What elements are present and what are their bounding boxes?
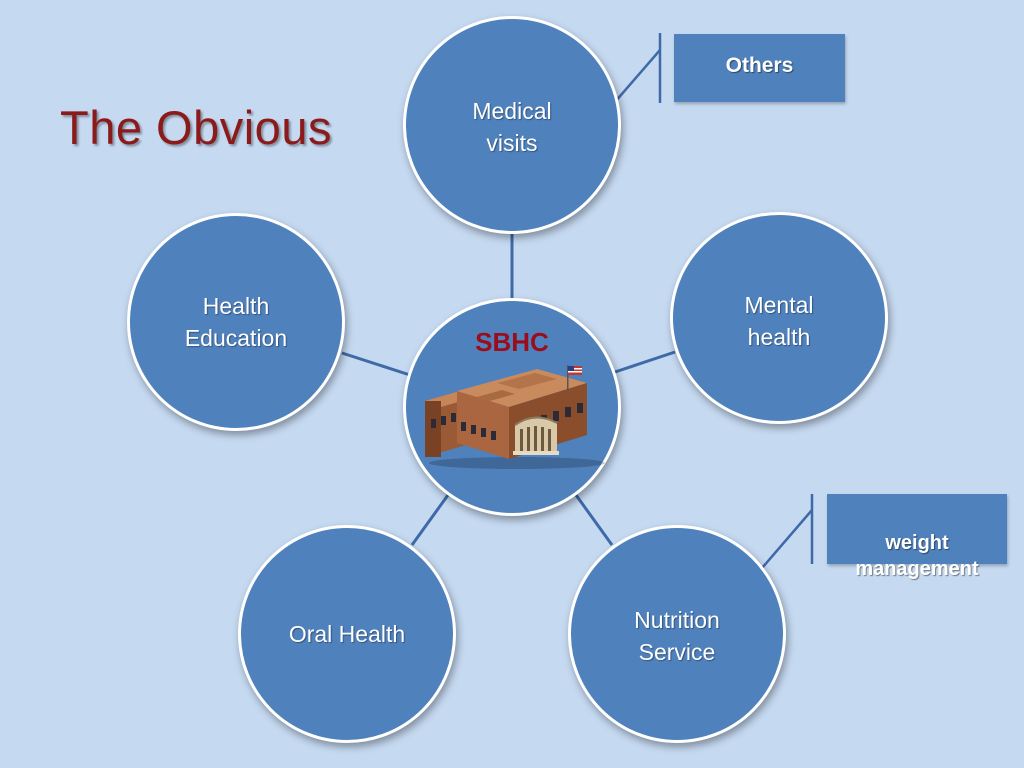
- spoke-nutrition: [574, 494, 614, 546]
- spoke-mental: [614, 350, 676, 374]
- node-oral-health: Oral Health: [238, 525, 456, 743]
- node-label: Oral Health: [288, 621, 406, 647]
- node-label: Medical visits: [472, 98, 552, 156]
- node-medical-visits: Medical visits: [403, 16, 621, 234]
- school-building-icon: [425, 365, 605, 469]
- node-label: Nutrition Service: [634, 607, 720, 665]
- callout-weight-management: weight management: [827, 494, 1007, 580]
- slide-title: The Obvious: [60, 101, 332, 154]
- callout-label: Others: [725, 54, 794, 77]
- node-nutrition-service: Nutrition Service: [568, 525, 786, 743]
- node-label: Mental health: [744, 292, 814, 350]
- callout-others: Others: [674, 34, 845, 102]
- node-health-education: Health Education: [127, 213, 345, 431]
- spoke-education: [341, 351, 411, 377]
- leader-weight: [761, 509, 813, 569]
- node-center-sbhc: SBHC: [403, 298, 621, 516]
- spoke-oral: [410, 494, 450, 546]
- node-label: Health Education: [184, 293, 288, 351]
- callout-label: weight management: [855, 532, 979, 580]
- center-label: SBHC: [475, 327, 549, 357]
- node-mental-health: Mental health: [670, 212, 888, 424]
